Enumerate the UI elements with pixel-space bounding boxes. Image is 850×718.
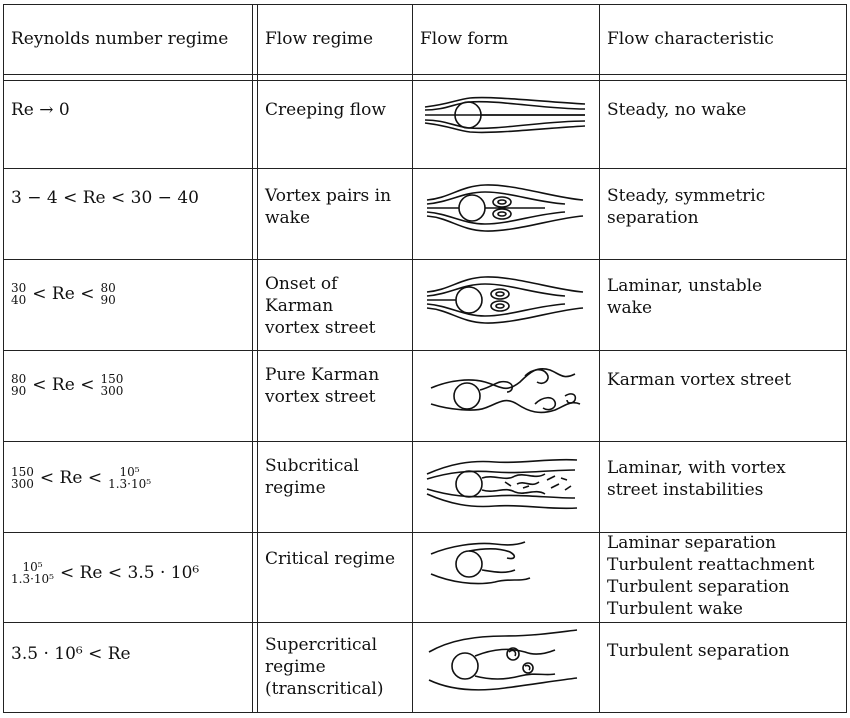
header-reynolds-number-regime: Reynolds number regime: [11, 29, 229, 49]
header-flow-regime: Flow regime: [265, 29, 374, 49]
column-divider: [412, 4, 413, 713]
row5-characteristic: Laminar, with vortex street instabilitie…: [607, 458, 786, 500]
table-top-border: [3, 4, 847, 5]
row4-regime: Pure Karman vortex street: [265, 365, 380, 407]
column-divider: [599, 4, 600, 713]
row2-reynolds: 3 − 4 < Re < 30 − 40: [11, 188, 199, 208]
row-divider: [3, 441, 847, 442]
header-rule-double: [3, 80, 847, 81]
table-bottom-border: [3, 712, 847, 713]
karman-street-diagram: [425, 360, 585, 426]
row3-characteristic: Laminar, unstable wake: [607, 276, 763, 318]
row7-reynolds: 3.5 · 10⁶ < Re: [11, 644, 131, 664]
header-flow-characteristic: Flow characteristic: [607, 29, 774, 49]
supercritical-diagram: [425, 629, 585, 698]
header-flow-form: Flow form: [420, 29, 509, 49]
row3-regime: Onset of Karman vortex street: [265, 274, 376, 338]
row2-characteristic: Steady, symmetric separation: [607, 186, 766, 228]
row7-characteristic: Turbulent separation: [607, 641, 790, 661]
column-divider-double: [252, 4, 253, 713]
row-divider: [3, 259, 847, 260]
row-divider: [3, 168, 847, 169]
row4-characteristic: Karman vortex street: [607, 370, 792, 390]
row1-characteristic: Steady, no wake: [607, 100, 747, 120]
row1-regime: Creeping flow: [265, 100, 386, 120]
column-divider: [257, 4, 258, 713]
critical-diagram: [425, 538, 585, 592]
onset-karman-diagram: [425, 272, 585, 332]
vortex-pairs-diagram: [425, 180, 585, 240]
table-left-border: [3, 4, 4, 713]
row-divider: [3, 622, 847, 623]
table-right-border: [846, 4, 847, 713]
header-rule: [3, 74, 847, 75]
row6-regime: Critical regime: [265, 549, 396, 569]
row2-regime: Vortex pairs in wake: [265, 186, 392, 228]
subcritical-diagram: [425, 452, 585, 520]
creeping-flow-diagram: [424, 90, 586, 144]
row7-regime: Supercritical regime (transcritical): [265, 635, 384, 699]
row-divider: [3, 532, 847, 533]
row1-reynolds: Re → 0: [11, 100, 70, 120]
row5-regime: Subcritical regime: [265, 456, 359, 498]
row6-characteristic: Laminar separation Turbulent reattachmen…: [607, 533, 815, 619]
row-divider: [3, 350, 847, 351]
